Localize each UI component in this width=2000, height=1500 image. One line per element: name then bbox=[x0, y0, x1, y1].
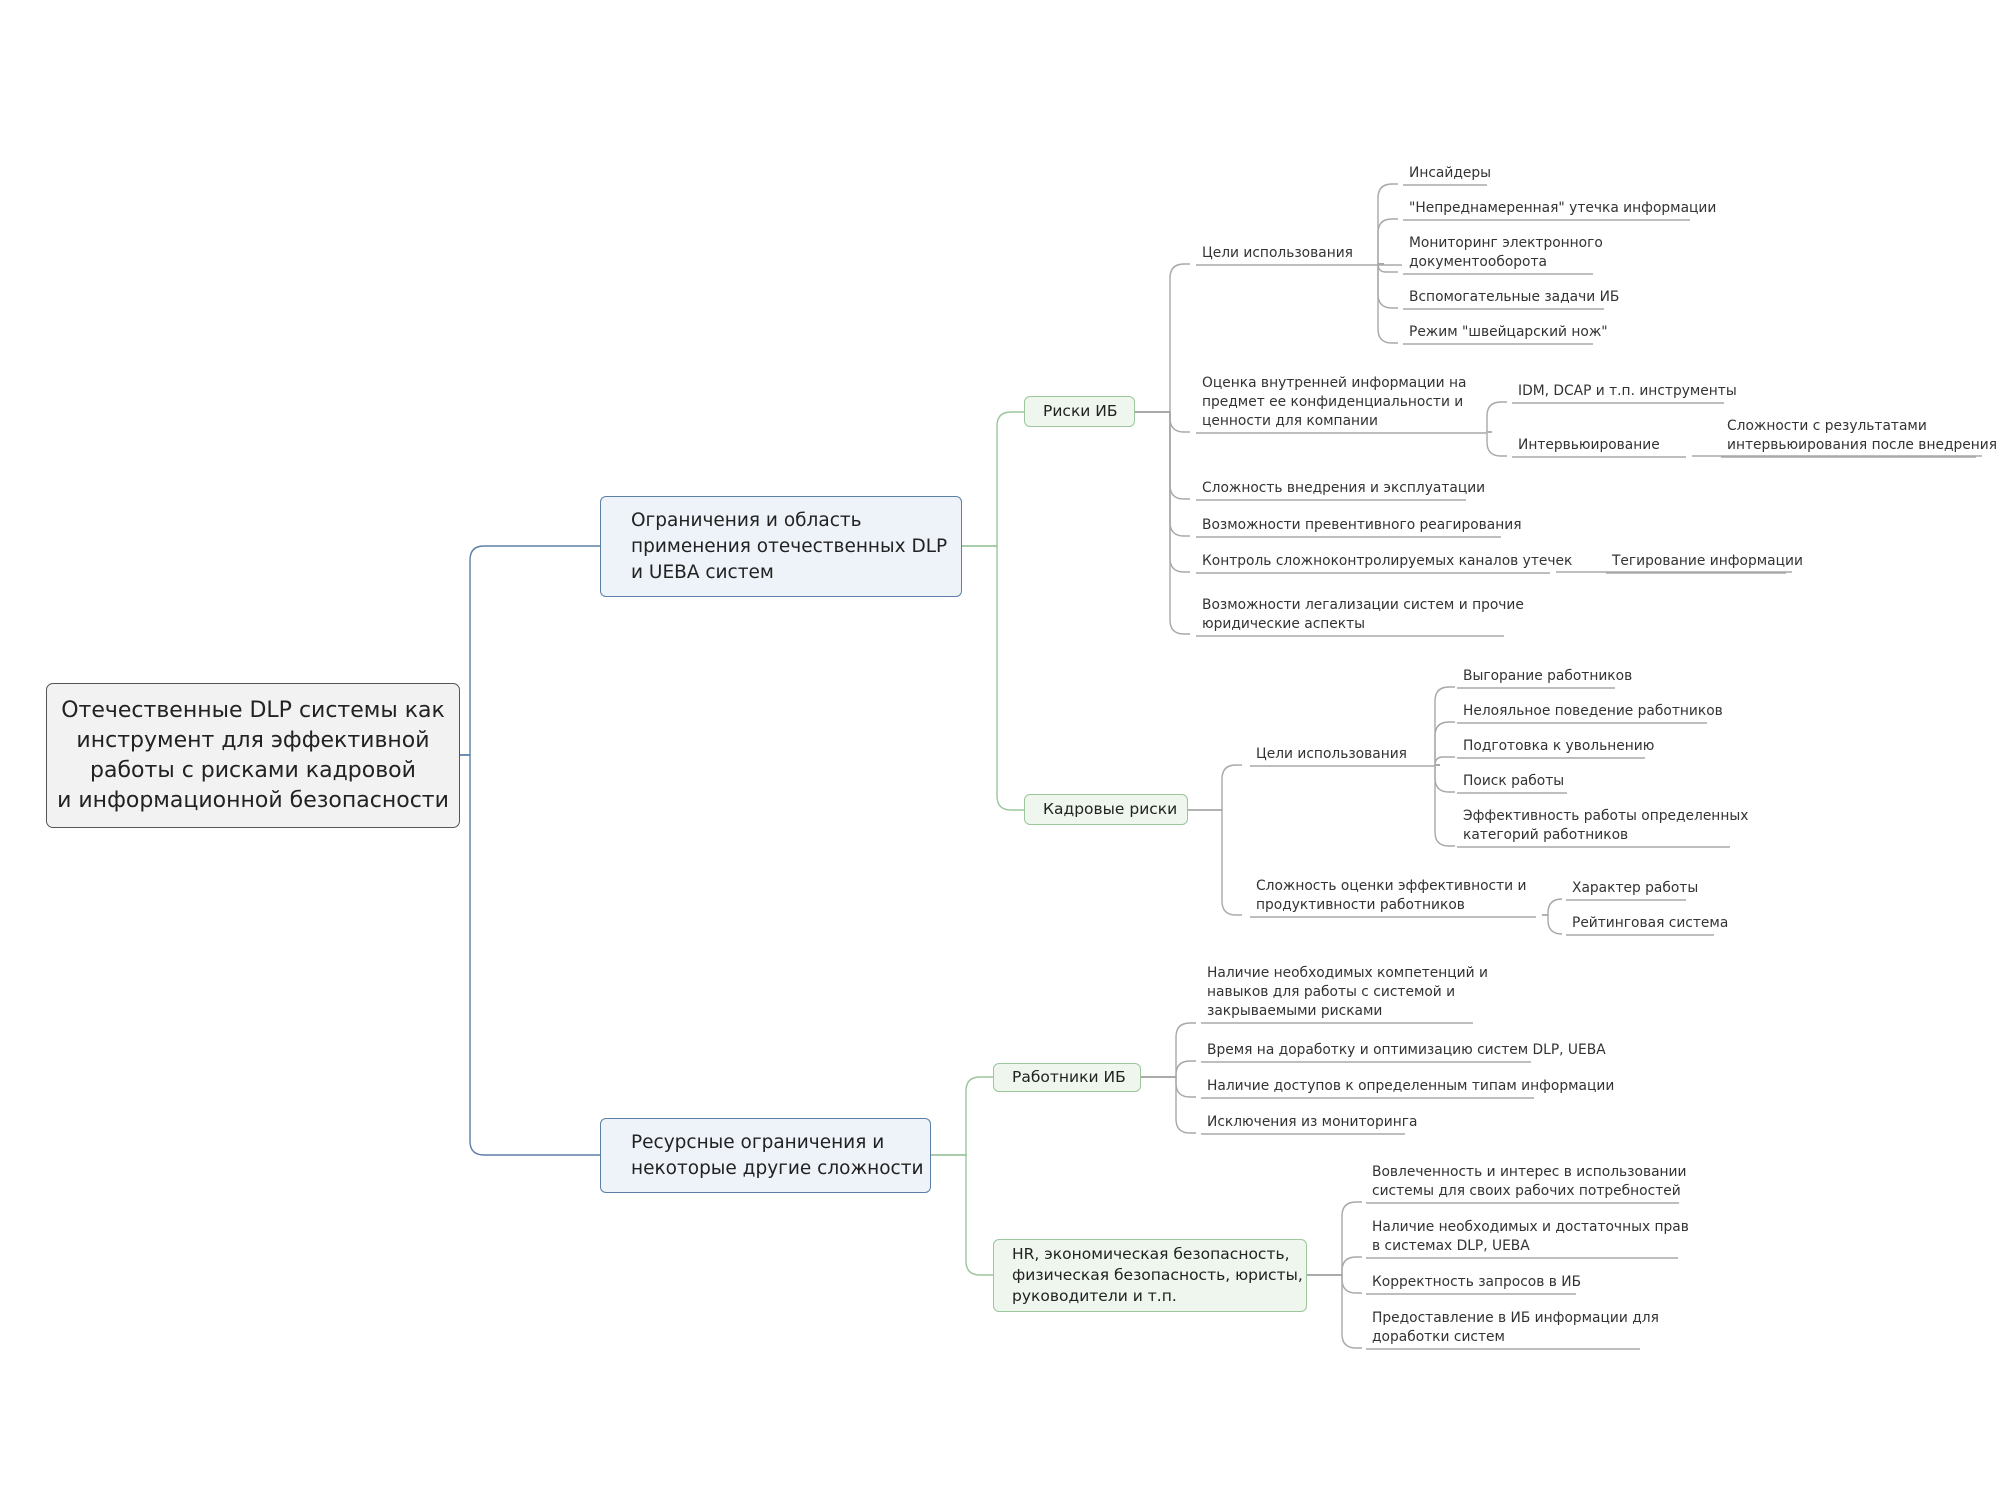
subtopic-hr-risks[interactable]: Кадровые риски bbox=[1024, 794, 1188, 825]
connector-leaf bbox=[1542, 914, 1563, 935]
leaf-access-types[interactable]: Наличие доступов к определенным типам ин… bbox=[1207, 1078, 1615, 1094]
connector-leaf bbox=[1307, 1201, 1362, 1276]
connector-leaf bbox=[1188, 809, 1242, 916]
leaf-engagement[interactable]: Вовлеченность и интерес в использовании … bbox=[1372, 1164, 1687, 1199]
connector-leaf bbox=[1135, 411, 1190, 573]
leaf-info-provision[interactable]: Предоставление в ИБ информации для дораб… bbox=[1372, 1310, 1659, 1345]
leaf-implementation-complexity[interactable]: Сложность внедрения и эксплуатации bbox=[1202, 480, 1486, 496]
branch-resources[interactable]: Ресурсные ограничения и некоторые другие… bbox=[600, 1118, 931, 1193]
connector-m2-s4 bbox=[931, 1154, 993, 1276]
leaf-disloyal-behavior[interactable]: Нелояльное поведение работников bbox=[1463, 703, 1723, 719]
leaf-info-tagging[interactable]: Тегирование информации bbox=[1612, 553, 1803, 569]
connector-leaf bbox=[1434, 756, 1455, 766]
leaf-hr-usage-goals[interactable]: Цели использования bbox=[1256, 746, 1407, 762]
leaf-burnout[interactable]: Выгорание работников bbox=[1463, 668, 1633, 684]
leaf-work-character[interactable]: Характер работы bbox=[1572, 880, 1699, 896]
connector-leaf bbox=[1434, 721, 1455, 766]
connector-leaf bbox=[1434, 686, 1455, 766]
connector-leaf bbox=[1141, 1076, 1196, 1098]
connector-leaf bbox=[1188, 764, 1242, 811]
connector-leaf bbox=[1141, 1060, 1196, 1078]
leaf-category-efficiency[interactable]: Эффективность работы определенных катего… bbox=[1463, 808, 1749, 843]
connector-root-m1 bbox=[460, 545, 600, 756]
connector-leaf bbox=[1135, 411, 1190, 537]
leaf-auxiliary-tasks[interactable]: Вспомогательные задачи ИБ bbox=[1409, 289, 1620, 305]
connector-m1-s2 bbox=[962, 545, 1024, 811]
leaf-swiss-knife-mode[interactable]: Режим "швейцарский нож" bbox=[1409, 324, 1608, 340]
leaf-competencies[interactable]: Наличие необходимых компетенций и навыко… bbox=[1207, 965, 1488, 1019]
connector-leaf bbox=[1307, 1256, 1362, 1276]
connector-leaf bbox=[1135, 411, 1190, 433]
subtopic-is-risks[interactable]: Риски ИБ bbox=[1024, 396, 1135, 427]
leaf-insiders[interactable]: Инсайдеры bbox=[1409, 165, 1492, 181]
connector-leaf bbox=[1307, 1274, 1362, 1349]
branch-limitations[interactable]: Ограничения и область применения отечест… bbox=[600, 496, 962, 597]
connector-leaf bbox=[1307, 1274, 1362, 1294]
connector-leaf bbox=[1377, 183, 1398, 265]
leaf-optimization-time[interactable]: Время на доработку и оптимизацию систем … bbox=[1207, 1042, 1606, 1058]
connector-leaf bbox=[1486, 401, 1507, 433]
connector-m2-s3 bbox=[931, 1076, 993, 1156]
leaf-job-search[interactable]: Поиск работы bbox=[1463, 773, 1565, 789]
connector-leaf bbox=[1434, 764, 1455, 793]
leaf-internal-info-assessment[interactable]: Оценка внутренней информации на предмет … bbox=[1202, 375, 1467, 429]
connector-leaf bbox=[1377, 218, 1398, 265]
leaf-edms-monitoring[interactable]: Мониторинг электронного документооборота bbox=[1409, 235, 1603, 270]
leaf-dismissal-prep[interactable]: Подготовка к увольнению bbox=[1463, 738, 1655, 754]
root-topic[interactable]: Отечественные DLP системы как инструмент… bbox=[46, 683, 460, 828]
leaf-channel-control[interactable]: Контроль сложноконтролируемых каналов ут… bbox=[1202, 553, 1573, 569]
connector-leaf bbox=[1486, 431, 1507, 457]
connector-leaf bbox=[1135, 263, 1190, 413]
leaf-usage-goals[interactable]: Цели использования bbox=[1202, 245, 1353, 261]
leaf-interviewing[interactable]: Интервьюирование bbox=[1518, 437, 1660, 453]
connector-leaf bbox=[1434, 764, 1455, 847]
connector-leaf bbox=[1141, 1022, 1196, 1078]
connector-leaf bbox=[1377, 263, 1398, 344]
leaf-monitoring-exclusions[interactable]: Исключения из мониторинга bbox=[1207, 1114, 1418, 1130]
leaf-idm-dcap-tools[interactable]: IDM, DCAP и т.п. инструменты bbox=[1518, 383, 1737, 399]
subtopic-is-workers[interactable]: Работники ИБ bbox=[993, 1063, 1141, 1092]
connector-leaf bbox=[1135, 411, 1190, 500]
connector-leaf bbox=[1141, 1076, 1196, 1134]
subtopic-hr-econ-security[interactable]: HR, экономическая безопасность, физическ… bbox=[993, 1239, 1307, 1312]
connector-root-m2 bbox=[460, 754, 600, 1156]
leaf-unintended-leak[interactable]: "Непреднамеренная" утечка информации bbox=[1409, 200, 1717, 216]
leaf-sufficient-rights[interactable]: Наличие необходимых и достаточных прав в… bbox=[1372, 1219, 1689, 1254]
leaf-efficiency-assessment[interactable]: Сложность оценки эффективности и продукт… bbox=[1256, 878, 1527, 913]
leaf-interview-difficulties[interactable]: Сложности с результатами интервьюировани… bbox=[1727, 418, 1998, 453]
leaf-preventive-response[interactable]: Возможности превентивного реагирования bbox=[1202, 517, 1522, 533]
connector-leaf bbox=[1135, 411, 1190, 635]
leaf-legalization[interactable]: Возможности легализации систем и прочие … bbox=[1202, 597, 1524, 632]
leaf-rating-system[interactable]: Рейтинговая система bbox=[1572, 915, 1729, 931]
leaf-request-correctness[interactable]: Корректность запросов в ИБ bbox=[1372, 1274, 1582, 1290]
connector-leaf bbox=[1542, 898, 1563, 916]
connector-m1-s1 bbox=[962, 411, 1024, 547]
